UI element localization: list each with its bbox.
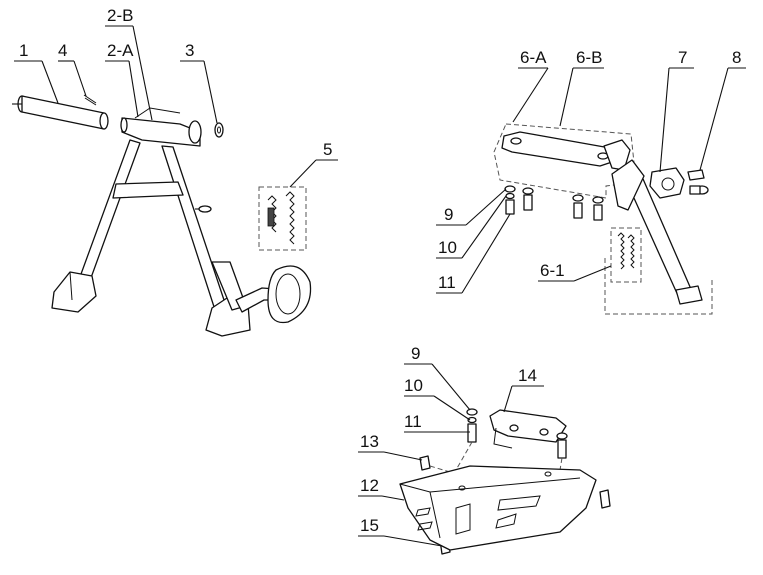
label-part-13: 13 bbox=[360, 432, 379, 451]
label-part-6-1: 6-1 bbox=[540, 261, 565, 280]
skid-plate-assembly bbox=[399, 408, 611, 555]
skid-bolts bbox=[419, 408, 611, 555]
leaders-bottom bbox=[358, 363, 544, 547]
main-stand-assembly bbox=[12, 94, 312, 337]
stand-legs bbox=[51, 139, 251, 337]
label-part-14: 14 bbox=[518, 366, 537, 385]
bolt-8 bbox=[687, 169, 709, 195]
washer bbox=[214, 122, 224, 138]
pivot-block-7 bbox=[649, 167, 685, 199]
stand-top-bracket bbox=[120, 107, 202, 147]
label-part-6a: 6-A bbox=[520, 48, 547, 67]
label-part-9: 9 bbox=[444, 205, 453, 224]
label-part-11-bottom: 11 bbox=[404, 412, 422, 431]
label-part-5: 5 bbox=[323, 140, 332, 159]
label-part-9-bottom: 9 bbox=[411, 344, 420, 363]
label-part-8: 8 bbox=[732, 48, 741, 67]
label-part-12: 12 bbox=[360, 476, 379, 495]
pivot-shaft bbox=[12, 95, 109, 130]
label-part-11: 11 bbox=[438, 273, 456, 292]
label-part-3: 3 bbox=[185, 41, 194, 60]
leaders-left bbox=[14, 25, 338, 188]
label-part-7: 7 bbox=[678, 48, 687, 67]
bracket-14 bbox=[489, 409, 567, 449]
bracket-6a-outline bbox=[493, 123, 637, 199]
cotter-pin bbox=[83, 94, 97, 106]
side-bolts bbox=[504, 185, 604, 221]
label-part-10-bottom: 10 bbox=[404, 376, 423, 395]
label-part-2a: 2-A bbox=[107, 41, 134, 60]
spring-set-5 bbox=[258, 186, 307, 251]
label-part-1: 1 bbox=[19, 41, 28, 60]
label-part-10: 10 bbox=[438, 238, 457, 257]
label-part-6b: 6-B bbox=[576, 48, 602, 67]
side-bracket-plate bbox=[501, 131, 631, 171]
foot-pedal bbox=[211, 261, 312, 324]
part-labels: 1 4 2-B 2-A 3 5 6-A 6-B 7 8 9 10 11 6-1 … bbox=[19, 6, 741, 535]
label-part-2b: 2-B bbox=[107, 6, 133, 25]
leaders-right-top bbox=[436, 67, 746, 294]
side-stand-leg bbox=[611, 159, 703, 305]
label-part-4: 4 bbox=[58, 41, 67, 60]
skid-plate-12 bbox=[399, 465, 597, 551]
label-part-15: 15 bbox=[360, 516, 379, 535]
spring-set-6-1 bbox=[604, 227, 713, 315]
side-stand-assembly bbox=[493, 123, 713, 315]
